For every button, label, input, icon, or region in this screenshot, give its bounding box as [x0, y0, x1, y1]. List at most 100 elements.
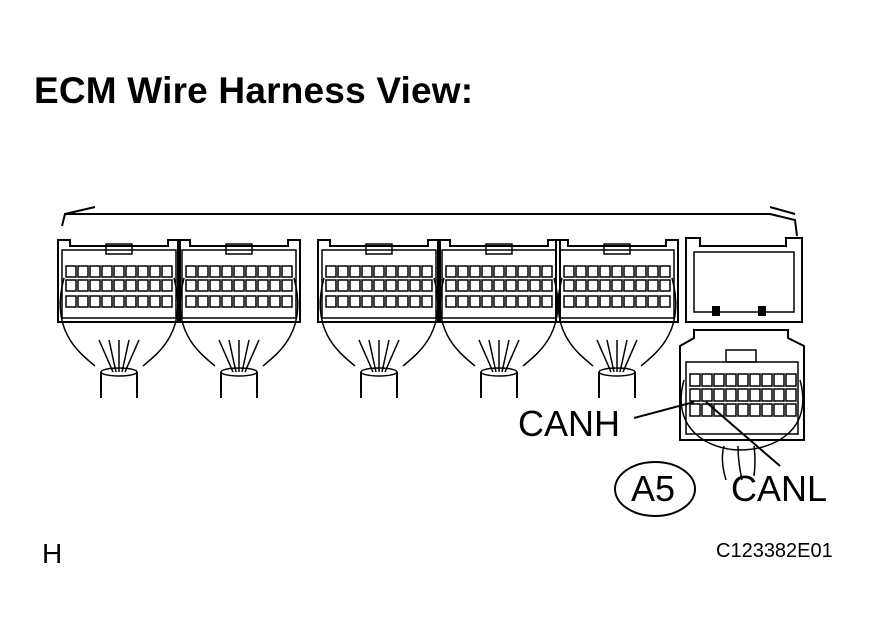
a5-terminal-cavity — [749, 373, 761, 387]
harness-wire — [619, 339, 628, 373]
terminal-cavity — [149, 279, 161, 292]
terminal-cavity — [635, 265, 647, 278]
terminal-cavity — [257, 295, 269, 308]
terminal-cavity — [161, 265, 173, 278]
terminal-cavity — [209, 265, 221, 278]
terminal-cavity — [529, 265, 541, 278]
harness-tube-sides — [100, 372, 138, 398]
a5-terminal-cavity — [785, 403, 797, 417]
terminal-cavity — [575, 265, 587, 278]
terminal-cavity — [397, 265, 409, 278]
terminal-cavity — [529, 279, 541, 292]
terminal-cavity — [611, 295, 623, 308]
housing-inner-frame — [559, 249, 675, 319]
harness-curve-right — [262, 277, 299, 367]
harness-wire — [241, 339, 250, 373]
harness-tube-top — [360, 367, 398, 377]
canh-terminal-label: CANH — [518, 403, 621, 444]
a5-terminal-cavity — [689, 373, 701, 387]
terminal-cavity — [149, 295, 161, 308]
terminal-cavity — [373, 265, 385, 278]
terminal-cavity — [185, 279, 197, 292]
terminal-cavity — [101, 295, 113, 308]
terminal-cavity — [269, 295, 281, 308]
harness-wire — [478, 339, 494, 373]
terminal-cavity — [325, 295, 337, 308]
terminal-cavity — [113, 279, 125, 292]
a5-terminal-cavity — [773, 373, 785, 387]
terminal-cavity — [197, 279, 209, 292]
harness-wire — [488, 339, 497, 373]
terminal-cavity — [337, 295, 349, 308]
a5-terminal-cavity — [761, 388, 773, 402]
connector-housing-2 — [177, 239, 301, 398]
connector-housing-5 — [555, 239, 679, 398]
terminal-cavity — [101, 279, 113, 292]
housing-shell — [437, 239, 561, 323]
a5-terminal-cavity — [761, 373, 773, 387]
terminal-cavity — [281, 279, 293, 292]
harness-curve-left — [319, 277, 356, 367]
terminal-cavity — [221, 279, 233, 292]
harness-wire — [504, 339, 520, 373]
terminal-cavity — [421, 265, 433, 278]
terminal-cavity — [349, 279, 361, 292]
housing-latch — [365, 243, 393, 255]
harness-wire — [108, 339, 117, 373]
terminal-cavity — [457, 279, 469, 292]
terminal-cavity — [659, 295, 671, 308]
terminal-cavity — [89, 295, 101, 308]
terminal-cavity — [281, 265, 293, 278]
ecm-top-edge — [61, 206, 798, 237]
diagram-title: ECM Wire Harness View: — [34, 70, 474, 111]
harness-wire — [98, 339, 114, 373]
terminal-cavity — [185, 265, 197, 278]
harness-curve-right — [402, 277, 439, 367]
empty-socket-pin — [712, 306, 720, 316]
terminal-cavity — [421, 279, 433, 292]
terminal-cavity — [587, 279, 599, 292]
housing-latch — [225, 243, 253, 255]
harness-tube-sides — [480, 372, 518, 398]
terminal-cavity — [575, 279, 587, 292]
terminal-cavity — [245, 265, 257, 278]
harness-tube-top — [598, 367, 636, 377]
canh-leader-line — [633, 401, 695, 419]
terminal-cavity — [161, 295, 173, 308]
terminal-cavity — [149, 265, 161, 278]
a5-terminal-cavity — [725, 403, 737, 417]
terminal-cavity — [421, 295, 433, 308]
terminal-cavity — [113, 295, 125, 308]
terminal-cavity — [385, 265, 397, 278]
terminal-cavity — [493, 265, 505, 278]
harness-curve-left — [557, 277, 594, 367]
terminal-cavity — [469, 279, 481, 292]
a5-connector-latch — [725, 349, 757, 363]
housing-inner-frame — [61, 249, 177, 319]
terminal-cavity — [623, 265, 635, 278]
a5-terminal-cavity — [749, 403, 761, 417]
canl-terminal-label: CANL — [731, 468, 828, 509]
a5-terminal-cavity — [725, 373, 737, 387]
terminal-cavity — [505, 295, 517, 308]
terminal-cavity — [125, 279, 137, 292]
terminal-cavity — [197, 295, 209, 308]
empty-socket-pin — [758, 306, 766, 316]
terminal-cavity — [481, 279, 493, 292]
terminal-cavity — [325, 279, 337, 292]
terminal-cavity — [209, 279, 221, 292]
terminal-cavity — [245, 279, 257, 292]
terminal-cavity — [623, 295, 635, 308]
a5-terminal-cavity — [749, 388, 761, 402]
a5-terminal-cavity — [701, 373, 713, 387]
terminal-cavity — [65, 279, 77, 292]
housing-inner-frame — [441, 249, 557, 319]
terminal-cavity — [457, 295, 469, 308]
terminal-cavity — [373, 279, 385, 292]
terminal-cavity — [469, 295, 481, 308]
terminal-cavity — [269, 279, 281, 292]
terminal-cavity — [587, 265, 599, 278]
terminal-cavity — [349, 265, 361, 278]
